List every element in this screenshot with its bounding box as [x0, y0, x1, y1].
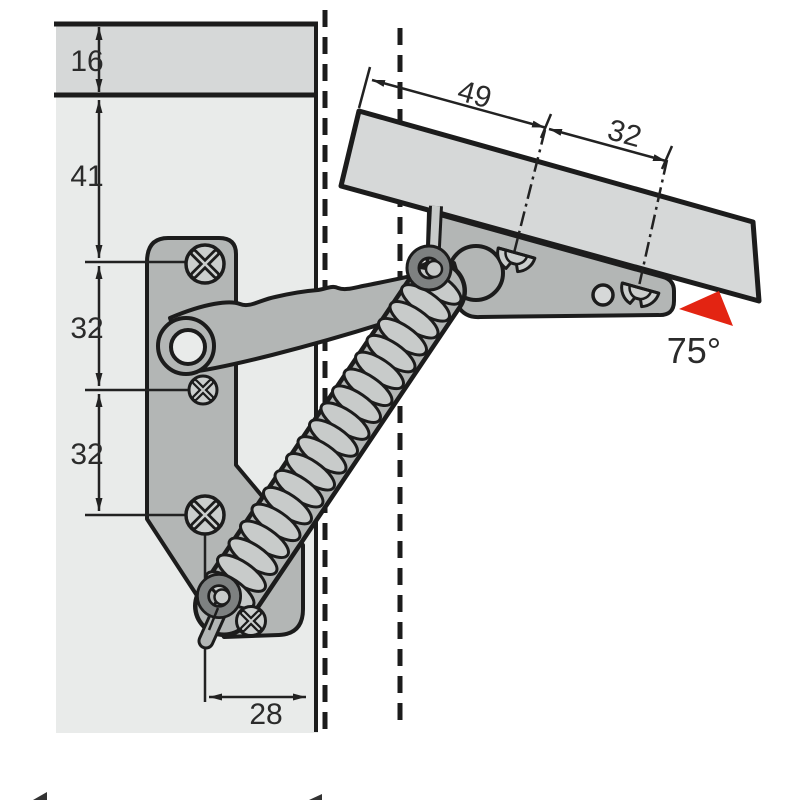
dim-label-32-upper: 32: [70, 312, 103, 345]
dim-line-49: [371, 78, 546, 129]
dim-label-16: 16: [70, 45, 103, 78]
plate-screw-bottom: [184, 494, 226, 536]
tick-32-end: [660, 145, 674, 170]
hinge-pin-top: [424, 259, 444, 279]
dim-label-32-lower: 32: [70, 438, 103, 471]
dim-label-41: 41: [70, 160, 103, 193]
dim-label-28: 28: [249, 698, 282, 731]
bracket-hole: [591, 283, 615, 307]
angle-marker-triangle: [679, 291, 733, 326]
lever-arm: [168, 261, 465, 374]
flap-screw-left: [496, 246, 537, 274]
opening-angle-label: 75°: [667, 330, 721, 371]
cropped-arrow-left: [33, 792, 47, 800]
cropped-arrow-right: [309, 794, 322, 800]
release-pin-slot: [207, 607, 220, 631]
dim-line-32-flap: [548, 127, 667, 163]
lever-pivot-hole: [169, 328, 207, 366]
tick-49-32: [539, 113, 553, 139]
plate-screw-middle: [187, 374, 219, 406]
centerline-flap-screw-right: [635, 159, 669, 296]
extension-line-flap-corner: [357, 66, 372, 109]
flap-screw-right: [620, 281, 661, 309]
hinge-pin-bottom: [213, 588, 231, 606]
plate-screw-top: [184, 243, 226, 285]
spring-hook-bottom: [198, 575, 240, 617]
centerline-flap-screw-left: [511, 129, 547, 258]
pivot-screw: [235, 605, 267, 637]
spring-hook-top: [408, 247, 450, 289]
dim-bottom: 28: [209, 693, 306, 731]
flap-panel: [338, 108, 762, 304]
dim-left-column: 16 41 32 32: [70, 27, 104, 511]
tension-spring: [204, 266, 463, 610]
